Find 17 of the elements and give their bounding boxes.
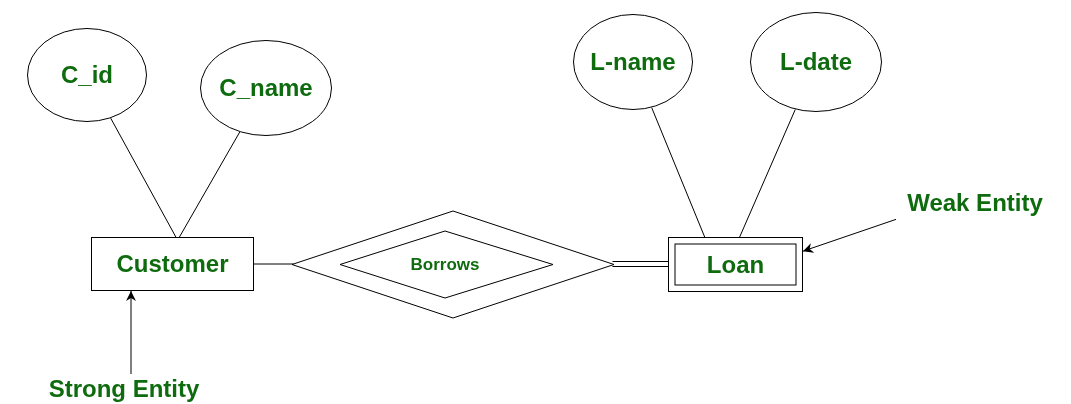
relationship-label: Borrows bbox=[410, 254, 480, 275]
arrow bbox=[126, 290, 136, 375]
connector-line bbox=[739, 109, 796, 238]
entity-label: Loan bbox=[706, 250, 765, 279]
attribute-label: C_id bbox=[61, 61, 113, 89]
attribute-label: L-name bbox=[590, 48, 676, 76]
connector-line bbox=[110, 117, 177, 238]
double-line bbox=[612, 261, 669, 267]
arrow bbox=[802, 218, 897, 253]
annotation-text: Weak Entity bbox=[907, 189, 1043, 217]
entity-label: Customer bbox=[116, 250, 229, 278]
attribute-label: C_name bbox=[219, 74, 313, 102]
attribute-label: L-date bbox=[780, 48, 852, 76]
connector-line bbox=[178, 131, 241, 238]
connector-line bbox=[651, 107, 706, 238]
connector-line bbox=[253, 263, 294, 265]
annotation-text: Strong Entity bbox=[48, 375, 200, 403]
